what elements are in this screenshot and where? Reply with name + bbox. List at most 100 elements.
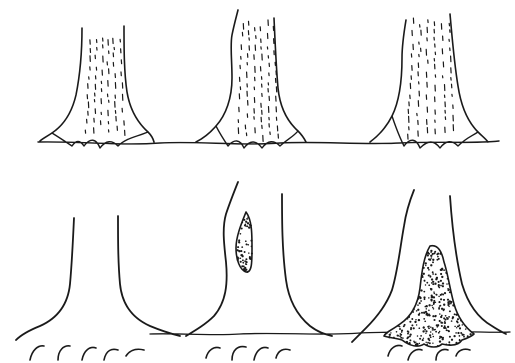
cavity-dot <box>242 262 244 264</box>
cavity-dot <box>443 304 445 306</box>
cavity-dot <box>409 339 411 341</box>
cavity-dot <box>442 338 444 340</box>
cavity-dot <box>434 293 436 295</box>
cavity-dot <box>446 283 448 285</box>
cavity-dot <box>430 275 432 277</box>
cavity-dot <box>450 301 452 303</box>
trunk-base-1-bark-dots <box>85 38 125 135</box>
cavity-dot <box>416 324 417 325</box>
cavity-dot <box>424 320 426 322</box>
cavity-dot <box>448 341 450 343</box>
cavity-dot <box>238 239 240 241</box>
cavity-dot <box>245 224 247 226</box>
cavity-dot <box>441 325 443 327</box>
cavity-dot <box>445 315 447 317</box>
cavity-dot <box>247 216 249 218</box>
cavity-dot <box>455 314 457 316</box>
cavity-dot <box>461 334 463 336</box>
trunk-base-2-right-edge <box>274 18 306 142</box>
cavity-dot <box>247 244 249 246</box>
cavity-dot <box>413 341 415 343</box>
cavity-dot <box>241 227 243 229</box>
cavity-dot <box>388 336 390 338</box>
cavity-dot <box>438 286 440 288</box>
cavity-dot <box>404 324 406 326</box>
cavity-dot <box>246 225 248 227</box>
cavity-dot <box>435 301 437 303</box>
cavity-dot <box>439 313 441 315</box>
cavity-dot <box>428 304 430 306</box>
cavity-dot <box>448 316 450 318</box>
cavity-dot <box>425 284 426 285</box>
trunk-base-2 <box>196 10 306 148</box>
cavity-dot <box>421 275 423 277</box>
cavity-dot <box>433 319 435 321</box>
cavity-dot <box>439 320 441 322</box>
cavity-dot <box>416 310 418 312</box>
cavity-dot <box>408 316 410 318</box>
cavity-dot <box>459 340 461 342</box>
cavity-dot <box>421 289 423 291</box>
cavity-dot <box>433 329 435 331</box>
cavity-dot <box>438 258 440 260</box>
cavity-dot <box>441 308 443 310</box>
cavity-dot <box>437 326 439 328</box>
cavity-dot <box>409 333 411 335</box>
cavity-dot <box>401 330 403 332</box>
cavity-dot <box>251 252 253 254</box>
cavity-dot <box>457 332 459 334</box>
cavity-dot <box>440 336 442 338</box>
cavity-dot <box>237 259 239 261</box>
cavity-dot <box>445 272 447 274</box>
cavity-dot <box>431 257 433 259</box>
cavity-dot <box>386 333 388 335</box>
cavity-dot <box>447 278 449 280</box>
cavity-dot <box>421 312 423 314</box>
cavity-dot <box>457 343 459 345</box>
cavity-dot <box>423 291 425 293</box>
cavity-dot <box>397 325 399 327</box>
cavity-dot <box>442 282 444 284</box>
cavity-dot <box>433 303 435 305</box>
cavity-dot <box>433 336 435 338</box>
cavity-dot <box>425 262 427 264</box>
trunk-outline-2-right-edge <box>282 194 332 336</box>
cavity-dot <box>465 328 466 329</box>
cavity-dot <box>449 291 451 293</box>
cavity-dot <box>241 255 243 257</box>
trunk-base-1-root-flare <box>52 132 148 148</box>
cavity-dot <box>419 296 421 298</box>
cavity-dot <box>441 276 443 278</box>
cavity-dot <box>427 342 429 344</box>
cavity-dot <box>430 299 432 301</box>
cavity-dot <box>422 339 424 341</box>
cavity-dot <box>443 299 445 301</box>
cavity-dot <box>393 337 395 339</box>
cavity-dot <box>435 331 437 333</box>
cavity-dot <box>437 252 439 254</box>
cavity-dot <box>243 268 245 270</box>
cavity-dot <box>432 307 434 309</box>
cavity-dot <box>399 335 401 337</box>
cavity-dot <box>415 319 416 320</box>
cavity-dot <box>236 249 238 251</box>
cavity-dot <box>417 304 419 306</box>
cavity-dot <box>418 298 419 299</box>
cavity-dot <box>431 278 433 280</box>
cavity-dot <box>448 283 450 285</box>
cavity-dot <box>433 291 434 292</box>
cavity-dot <box>434 251 436 253</box>
cavity-dot <box>459 327 461 329</box>
cavity-dot <box>417 335 419 337</box>
cavity-dot <box>431 295 433 297</box>
cavity-dot <box>240 233 242 235</box>
trunk-outline-3-left-edge <box>352 190 414 342</box>
cavity-dot <box>245 225 247 227</box>
cavity-dot <box>428 269 430 271</box>
cavity-dot <box>429 342 431 344</box>
cavity-dot <box>400 337 402 339</box>
cavity-dot <box>467 335 469 337</box>
cavity-dot <box>430 326 432 328</box>
